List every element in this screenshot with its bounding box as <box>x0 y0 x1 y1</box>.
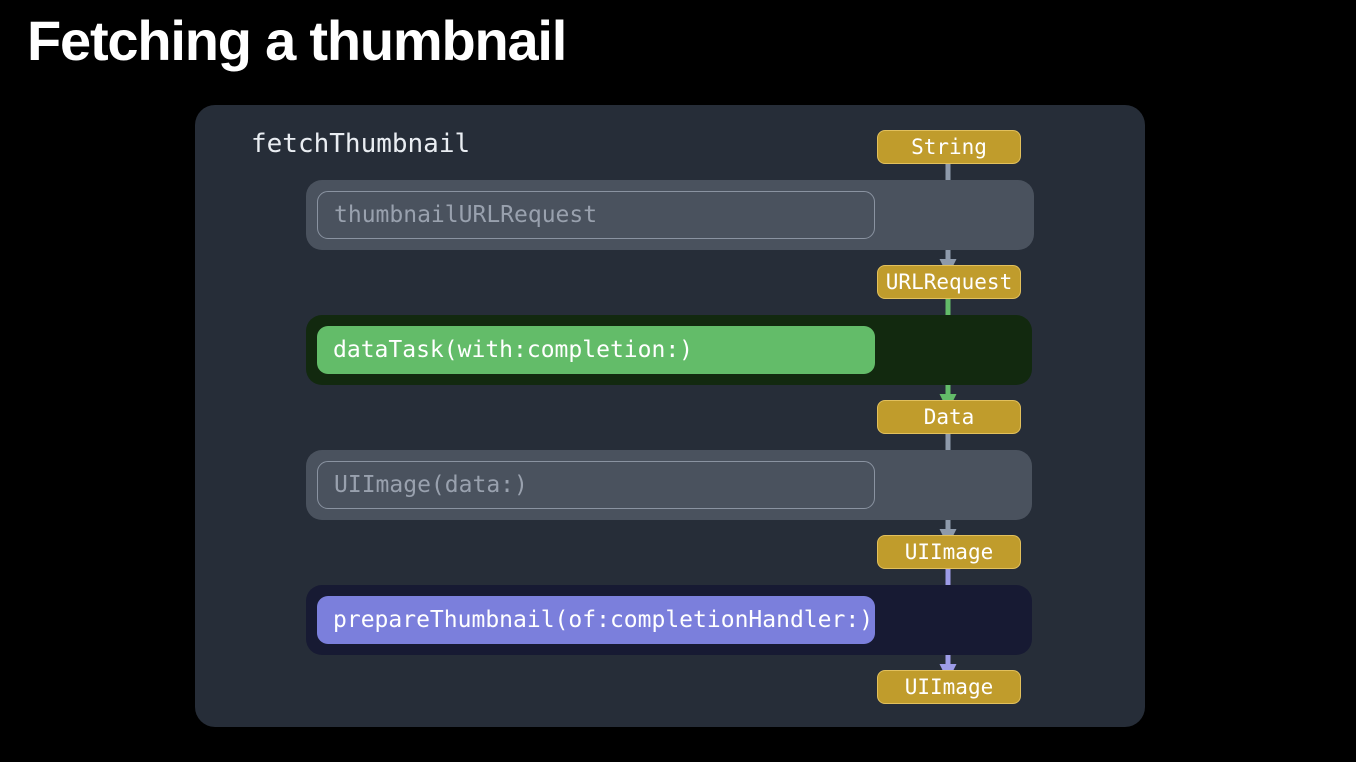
call-row-pill: dataTask(with:completion:) <box>317 326 875 374</box>
call-row-label: UIImage(data:) <box>334 472 528 498</box>
call-row-pill: UIImage(data:) <box>317 461 875 509</box>
type-badge-label: UIImage <box>904 540 994 564</box>
call-row-data-task[interactable]: dataTask(with:completion:) <box>306 315 1032 385</box>
type-badge-uiimage-1[interactable]: UIImage <box>877 535 1021 569</box>
type-badge-string[interactable]: String <box>877 130 1021 164</box>
call-row-label: dataTask(with:completion:) <box>333 337 694 363</box>
type-badge-label: URLRequest <box>885 270 1013 294</box>
call-row-pill: prepareThumbnail(of:completionHandler:) <box>317 596 875 644</box>
call-row-label: prepareThumbnail(of:completionHandler:) <box>333 607 874 633</box>
call-row-prepare-thumbnail[interactable]: prepareThumbnail(of:completionHandler:) <box>306 585 1032 655</box>
diagram-card: fetchThumbnail <box>195 105 1145 727</box>
call-row-thumbnail-url-request[interactable]: thumbnailURLRequest <box>306 180 1034 250</box>
type-badge-data[interactable]: Data <box>877 400 1021 434</box>
type-badge-label: Data <box>923 405 975 429</box>
function-name-label: fetchThumbnail <box>251 129 471 159</box>
type-badge-urlrequest[interactable]: URLRequest <box>877 265 1021 299</box>
call-row-pill: thumbnailURLRequest <box>317 191 875 239</box>
slide-title: Fetching a thumbnail <box>27 9 567 72</box>
call-row-label: thumbnailURLRequest <box>334 202 598 228</box>
type-badge-label: String <box>911 135 987 159</box>
call-row-uiimage-data[interactable]: UIImage(data:) <box>306 450 1032 520</box>
type-badge-uiimage-2[interactable]: UIImage <box>877 670 1021 704</box>
type-badge-label: UIImage <box>904 675 994 699</box>
